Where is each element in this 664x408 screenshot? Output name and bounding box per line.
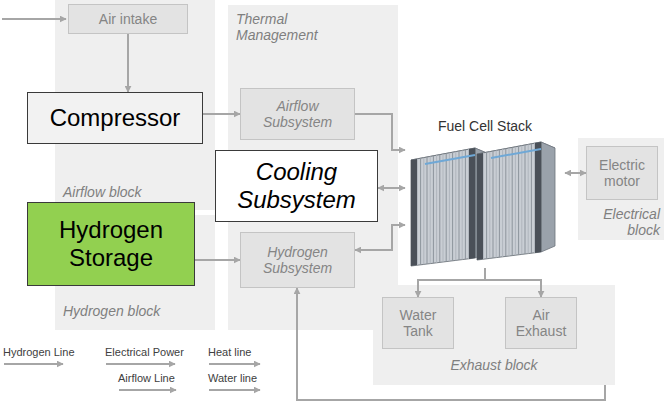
flow-connector	[297, 288, 605, 400]
block-ground	[578, 138, 664, 240]
stack-module	[411, 148, 489, 266]
process-box: Air Exhaust	[505, 297, 577, 349]
box-label: Air intake	[73, 11, 183, 27]
process-box: Compressor	[27, 92, 203, 144]
flow-connector	[355, 225, 405, 250]
flow-connector	[203, 113, 240, 115]
stack-label: Fuel Cell Stack	[405, 118, 565, 134]
block-region: Electrical block Electric motor	[578, 138, 664, 240]
block-label: Exhaust block	[373, 357, 615, 373]
legend-label: Heat line	[208, 346, 264, 359]
box-label: Air Exhaust	[510, 307, 572, 339]
process-box: Air intake	[68, 4, 188, 34]
block-label: Electrical block	[580, 206, 660, 238]
legend-label: Airflow Line	[118, 372, 180, 385]
box-label: Water Tank	[387, 307, 449, 339]
box-label: Cooling Subsystem	[220, 158, 373, 213]
flow-connector	[127, 34, 129, 92]
legend-item: Heat line	[208, 346, 264, 369]
process-box: Water Tank	[382, 297, 454, 349]
block-label: Thermal Management	[236, 11, 346, 43]
box-label: Compressor	[32, 104, 198, 132]
legend-item: Water line	[208, 372, 264, 395]
intake-arrow	[2, 18, 66, 20]
legend-item: Electrical Power	[105, 346, 184, 369]
stack-illustration	[405, 118, 565, 268]
flow-connector	[355, 114, 405, 150]
legend-label: Electrical Power	[105, 346, 184, 359]
legend-sample	[118, 385, 180, 395]
legend-sample	[208, 385, 264, 395]
flow-connector	[418, 268, 485, 297]
box-label: Electric motor	[591, 157, 653, 189]
legend-sample	[105, 359, 179, 369]
block-label: Hydrogen block	[63, 303, 203, 319]
legend-label: Hydrogen Line	[3, 346, 75, 359]
subsystem-box: Airflow Subsystem	[240, 88, 355, 140]
legend-sample	[3, 359, 67, 369]
block-ground	[373, 285, 615, 385]
fuel-cell-stack: Fuel Cell Stack	[405, 118, 565, 268]
block-label: Airflow block	[63, 184, 203, 200]
flow-connector	[485, 268, 541, 297]
legend-sample	[208, 359, 264, 369]
flow-connector	[565, 172, 586, 174]
block-region: Hydrogen blockHydrogen Storage	[55, 215, 215, 330]
flow-connector	[378, 187, 405, 189]
flow-connector	[195, 259, 240, 261]
subsystem-box: Hydrogen Subsystem	[240, 232, 355, 288]
process-box: Electric motor	[586, 146, 658, 200]
block-region: Thermal ManagementAirflow SubsystemCooli…	[228, 5, 398, 330]
box-label: Airflow Subsystem	[245, 98, 350, 130]
subsystem-box: Cooling Subsystem	[215, 150, 378, 222]
block-region: Airflow blockAir intakeCompressor	[55, 0, 215, 210]
block-region: Exhaust block Water Tank Air Exhaust	[373, 285, 615, 385]
legend-item: Airflow Line	[118, 372, 180, 395]
stack-module	[477, 142, 555, 260]
box-label: Hydrogen Storage	[32, 216, 190, 271]
storage-box: Hydrogen Storage	[27, 202, 195, 286]
box-label: Hydrogen Subsystem	[245, 244, 350, 276]
legend-item: Hydrogen Line	[3, 346, 75, 369]
legend-label: Water line	[208, 372, 264, 385]
